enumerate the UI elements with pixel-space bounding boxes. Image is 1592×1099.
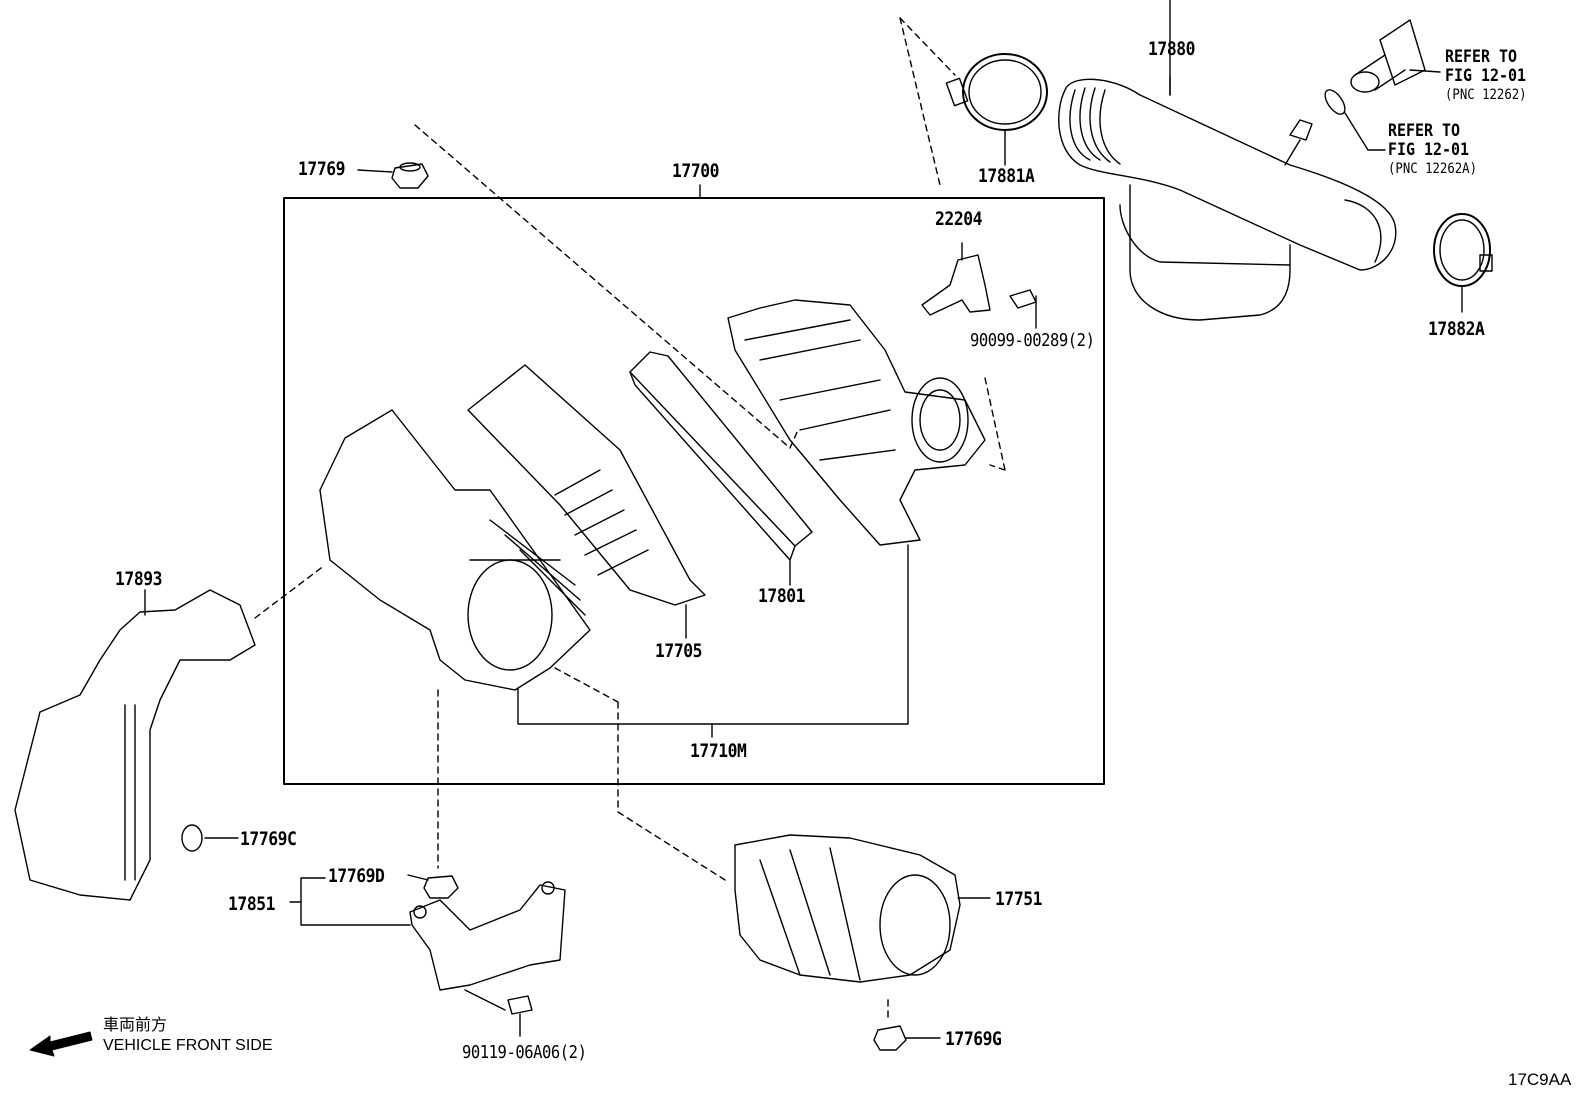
label-22204: 22204 <box>935 208 983 230</box>
screw-90099 <box>1009 289 1037 329</box>
label-17751: 17751 <box>995 888 1043 910</box>
intermediate-17705 <box>467 364 706 639</box>
ref-line: FIG 12-01 <box>1445 66 1527 86</box>
clamp-17881A <box>945 53 1048 166</box>
label-90099: 90099-00289(2) <box>970 330 1095 351</box>
front-arrow <box>29 1031 93 1057</box>
clamp-17882A <box>1433 213 1493 313</box>
reference-seal-12262A <box>1324 89 1386 151</box>
grommet-17769C <box>181 824 239 852</box>
label-17710M: 17710M <box>690 740 747 762</box>
resonator-17751 <box>734 834 991 983</box>
reference-note-12262A: REFER TO FIG 12-01 (PNC 12262A) <box>1388 122 1477 179</box>
direction-en: VEHICLE FRONT SIDE <box>103 1037 273 1054</box>
ref-line: (PNC 12262A) <box>1388 161 1478 177</box>
label-17880: 17880 <box>1148 38 1196 60</box>
label-17769C: 17769C <box>240 828 297 850</box>
label-17893: 17893 <box>115 568 163 590</box>
nut-17769G <box>873 1025 941 1051</box>
air-cleaner-case <box>319 409 591 691</box>
bolt-90119 <box>507 995 533 1037</box>
nut-17769 <box>357 162 429 189</box>
air-cleaner-cap <box>727 299 986 546</box>
direction-note: 車両前方 VEHICLE FRONT SIDE <box>103 1016 273 1056</box>
bracket-17851 <box>409 881 566 1011</box>
assembly-box-17700 <box>283 197 1105 785</box>
ref-line: REFER TO <box>1445 47 1518 67</box>
inlet-duct-17893 <box>14 589 256 901</box>
leader-17710M <box>517 544 909 725</box>
label-17769G: 17769G <box>945 1028 1002 1050</box>
filter-element-17801 <box>629 351 813 586</box>
intake-hose-17880 <box>1058 0 1397 321</box>
label-17700: 17700 <box>672 160 720 182</box>
label-17769: 17769 <box>298 158 346 180</box>
sensor-22204 <box>921 242 991 316</box>
label-17769D: 17769D <box>328 865 385 887</box>
label-17881A: 17881A <box>978 165 1035 187</box>
label-17882A: 17882A <box>1428 318 1485 340</box>
dashed-guides <box>254 17 1006 1023</box>
ref-line: (PNC 12262) <box>1445 87 1527 103</box>
label-17851: 17851 <box>228 893 276 915</box>
direction-jp: 車両前方 <box>103 1017 168 1034</box>
ref-line: FIG 12-01 <box>1388 140 1470 160</box>
ref-line: REFER TO <box>1388 121 1461 141</box>
reference-note-12262: REFER TO FIG 12-01 (PNC 12262) <box>1445 48 1527 105</box>
label-17801: 17801 <box>758 585 806 607</box>
grommet-17769D <box>407 874 459 899</box>
label-90119: 90119-06A06(2) <box>462 1042 587 1063</box>
label-17705: 17705 <box>655 640 703 662</box>
figure-code: 17C9AA <box>1508 1070 1572 1089</box>
reference-pipe-12262 <box>1350 19 1441 93</box>
